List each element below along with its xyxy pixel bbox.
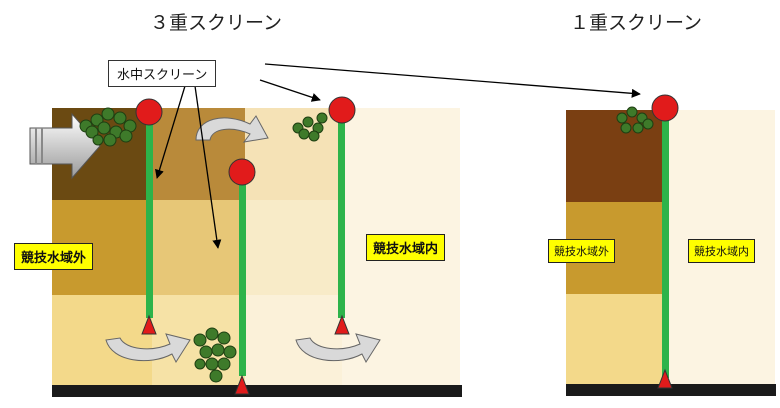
anchor-icon: [234, 374, 250, 395]
triple-outside-label: 競技水域外: [14, 243, 94, 270]
anchor-icon: [141, 314, 157, 335]
curved-flow-arrow-icon: [295, 333, 381, 364]
underwater-screen-callout: 水中スクリーン: [108, 60, 217, 87]
anchor-icon: [657, 368, 673, 389]
debris-cluster-icon: [193, 327, 237, 383]
callout-pointers: [155, 63, 641, 249]
screen-3: [328, 96, 356, 335]
debris-cluster-icon: [79, 107, 137, 147]
seabed: [566, 384, 776, 396]
triple-inside-label: 競技水域内: [366, 234, 446, 261]
float-buoy-icon: [135, 98, 163, 126]
triple-screen-title: ３重スクリーン: [150, 12, 283, 34]
single-outside-label: 競技水域外: [548, 239, 615, 263]
anchor-icon: [334, 314, 350, 335]
single-screen: [651, 94, 679, 389]
curved-flow-arrow-icon: [195, 115, 269, 143]
float-buoy-icon: [651, 94, 679, 122]
triple-screen-water: [52, 108, 462, 397]
debris-cluster-icon: [616, 106, 654, 134]
single-screen-title: １重スクリーン: [570, 12, 703, 34]
debris-cluster-icon: [292, 112, 328, 142]
float-buoy-icon: [328, 96, 356, 124]
curved-flow-arrow-icon: [105, 333, 191, 364]
screen-1: [135, 98, 163, 335]
float-buoy-icon: [228, 158, 256, 186]
single-inside-label: 競技水域内: [688, 239, 755, 263]
seabed: [52, 385, 462, 397]
screen-2: [228, 158, 256, 395]
